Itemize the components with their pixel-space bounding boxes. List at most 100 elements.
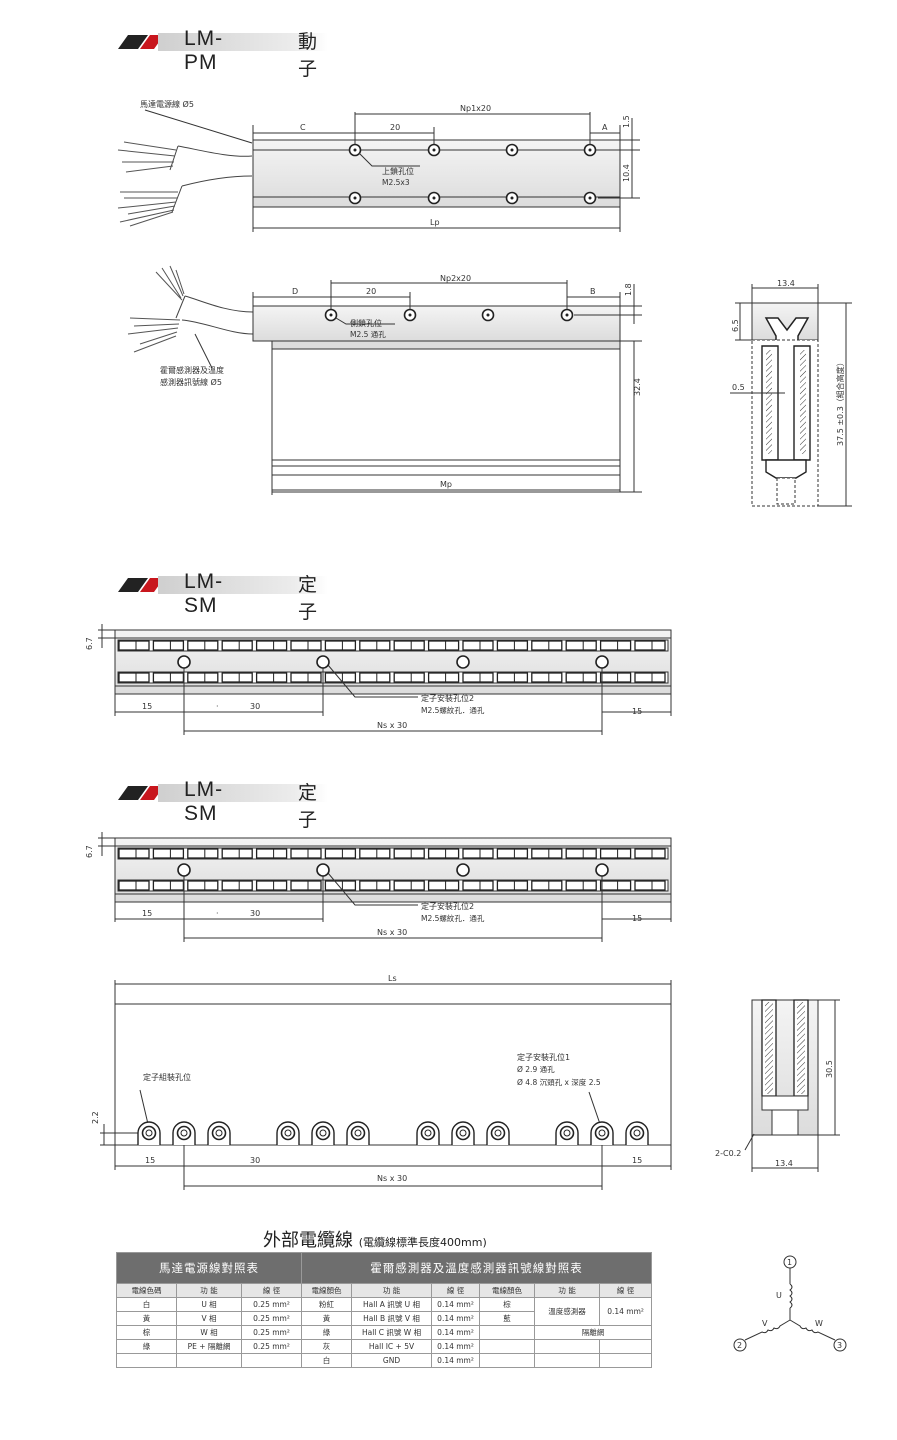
- stator-hole-label: 定子安裝孔位2: [421, 901, 474, 911]
- dim-15b: 15: [632, 707, 642, 716]
- section-name: 定子: [298, 782, 322, 831]
- magnet-block: [634, 880, 666, 891]
- magnet-block: [634, 848, 666, 859]
- cell: U 相: [176, 1297, 242, 1312]
- phase-u: U: [776, 1291, 782, 1300]
- cell: [479, 1325, 536, 1340]
- dim-18: 1.8: [624, 283, 633, 296]
- col-header: 線 徑: [431, 1283, 481, 1298]
- stator-hole-label: 定子安裝孔位2: [421, 693, 474, 703]
- dim-324: 32.4: [633, 378, 642, 396]
- ns-label: Ns x 30: [377, 1174, 407, 1183]
- magnet-block: [462, 880, 494, 891]
- through-hole: [284, 1129, 292, 1137]
- col-header: 電線顏色: [301, 1283, 353, 1298]
- cell: 0.14 mm²: [431, 1353, 481, 1368]
- cell: [479, 1339, 536, 1354]
- stator-a-view: [98, 624, 672, 735]
- dim-15b: 15: [632, 1156, 642, 1165]
- magnet-block: [565, 640, 597, 651]
- magnet-block: [634, 640, 666, 651]
- magnet-block: [496, 672, 529, 683]
- cable-title: 外部電纜線 (電纜線標準長度400mm): [263, 1226, 487, 1252]
- col-header: 線 徑: [240, 1283, 303, 1298]
- cell: 灰: [301, 1339, 353, 1354]
- section-code: LM-SM: [184, 570, 224, 617]
- dim-104: 10.4: [622, 164, 631, 182]
- col-header: 功 能: [534, 1283, 601, 1298]
- magnet-block: [393, 672, 425, 683]
- through-hole: [459, 1129, 467, 1137]
- magnet-block: [462, 672, 494, 683]
- b-label: B: [590, 287, 596, 296]
- section-name: 定子: [298, 574, 322, 623]
- dim-30: 30: [250, 702, 260, 711]
- dim-65: 6.5: [731, 319, 740, 332]
- magnet-block: [290, 848, 322, 859]
- top-hole-spec: M2.5x3: [382, 178, 410, 187]
- cell-temp-function: 溫度感測器: [534, 1297, 601, 1326]
- through-hole: [424, 1129, 432, 1137]
- magnet-block: [221, 672, 253, 683]
- dim-22: 2.2: [91, 1111, 100, 1124]
- cell: 棕: [116, 1325, 177, 1340]
- through-hole: [215, 1129, 223, 1137]
- a-label: A: [602, 123, 608, 132]
- hall-cable-label-1: 霍爾感測器及溫度: [160, 365, 224, 375]
- stator-front-view: [100, 980, 672, 1190]
- terminal-3: 3: [837, 1341, 842, 1350]
- end-height-label: 30.5: [825, 1060, 834, 1078]
- mount-hole1-spec2: Ø 4.8 沉頭孔 x 深度 2.5: [517, 1077, 601, 1087]
- magnet-block: [255, 672, 288, 683]
- c-label: C: [300, 123, 306, 132]
- combined-height-label: 37.5 ±0.3（組合高度）: [835, 358, 845, 446]
- cable-table: 馬達電源線對照表 霍爾感測器及溫度感測器訊號線對照表 電線色碼 功 能 線 徑 …: [115, 1252, 653, 1368]
- header-bar: [158, 576, 328, 594]
- cable-title-main: 外部電纜線: [263, 1230, 353, 1251]
- dim-15a: 15: [142, 702, 152, 711]
- motor-cable-header: 馬達電源線對照表: [115, 1252, 303, 1284]
- stator-b-view: [98, 832, 672, 942]
- dim-dot: ·: [216, 909, 219, 918]
- cell: [599, 1339, 653, 1354]
- dim-30: 30: [250, 909, 260, 918]
- magnet-block: [255, 880, 288, 891]
- magnet-block: [359, 640, 391, 651]
- np2-label: Np2x20: [440, 274, 471, 283]
- dim-dot: ·: [216, 702, 219, 711]
- col-header: 電線顏色: [479, 1283, 536, 1298]
- cell: 0.14 mm²: [431, 1325, 481, 1340]
- magnet-row: [117, 639, 669, 684]
- stator-a-holes: [177, 655, 609, 669]
- table-column-headers: 電線色碼 功 能 線 徑 電線顏色 功 能 線 徑 電線顏色 功 能 線 徑: [116, 1283, 653, 1298]
- through-hole: [145, 1129, 153, 1137]
- magnet-block: [221, 880, 253, 891]
- magnet-block: [187, 672, 219, 683]
- magnet-block: [462, 848, 494, 859]
- ns-label: Ns x 30: [377, 928, 407, 937]
- magnet-block: [324, 672, 357, 683]
- cell: [116, 1353, 177, 1368]
- magnet-block: [324, 848, 357, 859]
- magnet-block: [359, 672, 391, 683]
- table-row: 白 U 相 0.25 mm² 粉紅 Hall A 訊號 U 相 0.14 mm²…: [116, 1297, 653, 1326]
- magnet-block: [462, 640, 494, 651]
- d-label: D: [292, 287, 298, 296]
- dim-15a: 15: [145, 1156, 155, 1165]
- magnet-block: [565, 880, 597, 891]
- magnet-block: [634, 672, 666, 683]
- through-hole: [180, 1129, 188, 1137]
- magnet-block: [118, 848, 150, 859]
- through-hole: [598, 1129, 606, 1137]
- dim-05: 0.5: [732, 383, 745, 392]
- table-row: 白 GND 0.14 mm²: [116, 1353, 653, 1368]
- magnet-segments: [118, 640, 666, 683]
- ns-label: Ns x 30: [377, 721, 407, 730]
- table-row: 綠 PE + 隔離網 0.25 mm² 灰 Hall IC + 5V 0.14 …: [116, 1339, 653, 1354]
- magnet-block: [152, 848, 185, 859]
- cell: [534, 1339, 601, 1354]
- magnet-block: [324, 640, 357, 651]
- magnet-block: [531, 672, 563, 683]
- section-name: 動子: [298, 31, 322, 80]
- magnet-block: [427, 848, 460, 859]
